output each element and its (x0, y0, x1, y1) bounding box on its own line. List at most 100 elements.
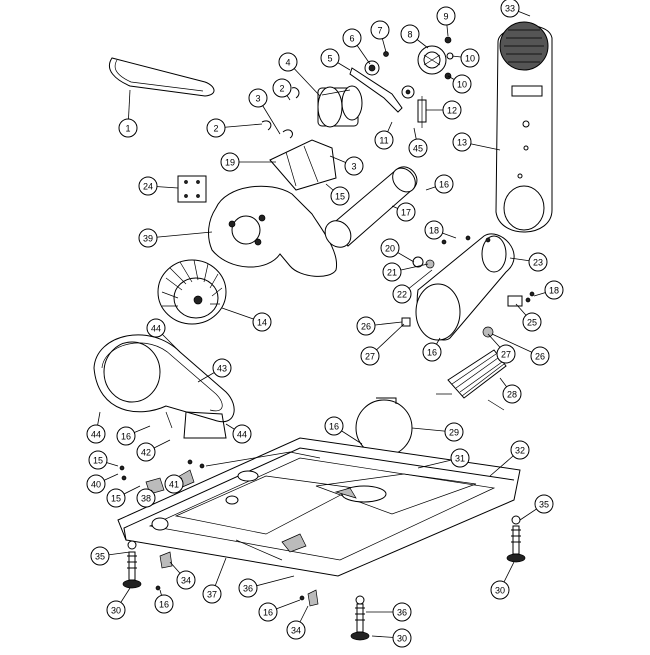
callout-16: 16 (324, 416, 363, 445)
callout-number: 30 (397, 634, 407, 644)
callout-circle (434, 174, 454, 194)
callout-circle (392, 602, 412, 622)
callout-circle (116, 426, 136, 446)
callout-31: 31 (417, 448, 470, 469)
callout-1: 1 (118, 89, 138, 138)
callout-circle (400, 24, 420, 44)
callout-circle (500, 0, 520, 18)
callout-39: 39 (138, 228, 213, 248)
callout-32: 32 (489, 440, 530, 477)
hardware-clips-screws (119, 459, 319, 607)
callout-circle (106, 488, 126, 508)
callout-circle (436, 6, 456, 26)
callout-number: 16 (263, 608, 273, 618)
callout-40: 40 (86, 473, 119, 494)
leveling-leg-right (506, 515, 526, 563)
callout-number: 14 (257, 318, 267, 328)
callout-number: 36 (243, 584, 253, 594)
callout-26: 26 (356, 316, 403, 336)
callout-number: 2 (213, 124, 218, 134)
callout-18: 18 (533, 280, 564, 300)
callout-number: 5 (327, 54, 332, 64)
callout-circle (360, 346, 380, 366)
callout-number: 18 (549, 286, 559, 296)
callout-number: 3 (255, 94, 260, 104)
callout-number: 28 (507, 390, 517, 400)
callout-circle (272, 78, 292, 98)
callout-number: 32 (515, 446, 525, 456)
callout-circle (424, 220, 444, 240)
callout-16: 16 (116, 425, 151, 446)
callout-number: 23 (533, 258, 543, 268)
callout-number: 26 (535, 352, 545, 362)
drive-motor (317, 85, 363, 128)
callout-circle (164, 474, 184, 494)
callout-number: 29 (449, 428, 459, 438)
callout-circle (450, 448, 470, 468)
callout-27: 27 (360, 323, 405, 366)
callout-circle (460, 48, 480, 68)
callout-30: 30 (106, 587, 131, 620)
callout-number: 6 (349, 34, 354, 44)
callout-number: 10 (457, 80, 467, 90)
callout-circle (370, 20, 390, 40)
callout-22: 22 (392, 269, 433, 304)
callout-3: 3 (329, 155, 364, 176)
mounting-plate (177, 175, 207, 203)
callout-circle (380, 238, 400, 258)
callout-circle (392, 284, 412, 304)
callout-8: 8 (400, 24, 429, 49)
callout-number: 9 (443, 12, 448, 22)
callout-16: 16 (258, 599, 301, 622)
motor-mount (261, 87, 337, 191)
callout-17: 17 (391, 202, 416, 222)
callout-circle (356, 316, 376, 336)
callout-circle (136, 488, 156, 508)
callout-number: 40 (91, 480, 101, 490)
callout-44: 44 (86, 411, 106, 444)
callout-number: 33 (505, 4, 515, 14)
callout-number: 39 (143, 234, 153, 244)
callout-12: 12 (426, 100, 462, 120)
callout-circle (146, 318, 166, 338)
callout-number: 42 (141, 448, 151, 458)
callout-16: 16 (422, 337, 442, 362)
callout-35: 35 (519, 494, 554, 521)
callout-36: 36 (366, 602, 412, 622)
callout-circle (138, 176, 158, 196)
callout-circle (528, 252, 548, 272)
callout-number: 16 (329, 422, 339, 432)
callout-circle (248, 88, 268, 108)
callout-36: 36 (238, 575, 295, 598)
callout-number: 18 (429, 226, 439, 236)
callout-number: 36 (397, 608, 407, 618)
callout-circle (136, 442, 156, 462)
callout-number: 16 (159, 600, 169, 610)
callout-circle (330, 186, 350, 206)
callout-number: 37 (207, 590, 217, 600)
callout-circle (522, 312, 542, 332)
callout-33: 33 (500, 0, 531, 18)
callout-number: 2 (279, 84, 284, 94)
callout-circle (106, 600, 126, 620)
callout-circle (278, 52, 298, 72)
callout-circle (396, 202, 416, 222)
blower-pulley (417, 36, 454, 80)
callout-10: 10 (447, 74, 472, 94)
callout-number: 15 (111, 494, 121, 504)
callout-34: 34 (286, 605, 309, 640)
base-frame (117, 437, 521, 577)
callout-number: 34 (291, 626, 301, 636)
callout-number: 7 (377, 26, 382, 36)
callout-number: 11 (379, 136, 388, 146)
callout-circle (422, 342, 442, 362)
callout-9: 9 (436, 6, 456, 37)
callout-10: 10 (451, 48, 480, 68)
callout-number: 31 (455, 454, 465, 464)
callout-circle (252, 312, 272, 332)
callout-13: 13 (452, 132, 501, 152)
callout-20: 20 (380, 238, 415, 263)
callout-circle (118, 118, 138, 138)
callout-15: 15 (88, 450, 119, 470)
idler-arm (349, 67, 415, 113)
